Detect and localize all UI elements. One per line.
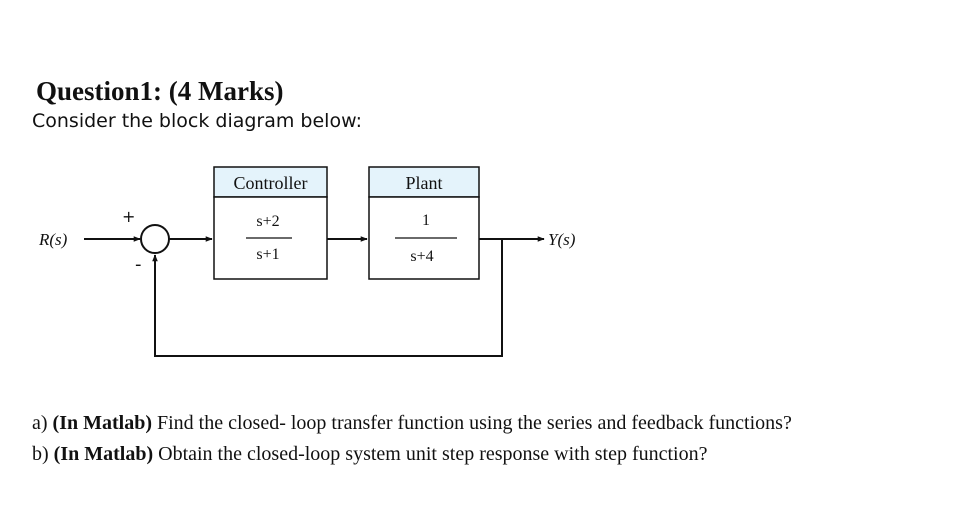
question-part-b: b) (In Matlab) Obtain the closed-loop sy… (32, 443, 707, 466)
plant-block: Plant 1 s+4 (368, 166, 480, 280)
part-b-emphasis: (In Matlab) (53, 443, 154, 465)
part-a-text: Find the closed- loop transfer function … (152, 412, 792, 434)
output-label-y: Y(s) (548, 230, 576, 249)
plant-numerator: 1 (422, 212, 430, 229)
part-a-prefix: a) (32, 412, 53, 434)
part-b-text: Obtain the closed-loop system unit step … (153, 443, 708, 465)
plant-header: Plant (405, 173, 442, 193)
minus-sign: - (135, 254, 142, 275)
plant-header-bg (368, 166, 480, 198)
question-intro: Consider the block diagram below: (32, 110, 362, 132)
question-part-a: a) (In Matlab) Find the closed- loop tra… (32, 412, 792, 435)
summing-junction (140, 224, 170, 254)
controller-denominator: s+1 (256, 246, 279, 263)
part-a-emphasis: (In Matlab) (52, 412, 152, 434)
question-title: Question1: (4 Marks) (36, 76, 284, 106)
controller-header: Controller (234, 173, 308, 193)
plus-sign: + (122, 207, 135, 226)
controller-numerator: s+2 (256, 213, 279, 230)
input-label-r: R(s) (38, 230, 68, 249)
plant-denominator: s+4 (410, 248, 433, 265)
feedback-path-line (152, 239, 503, 357)
controller-block: Controller s+2 s+1 (213, 166, 328, 280)
part-b-prefix: b) (32, 443, 54, 465)
